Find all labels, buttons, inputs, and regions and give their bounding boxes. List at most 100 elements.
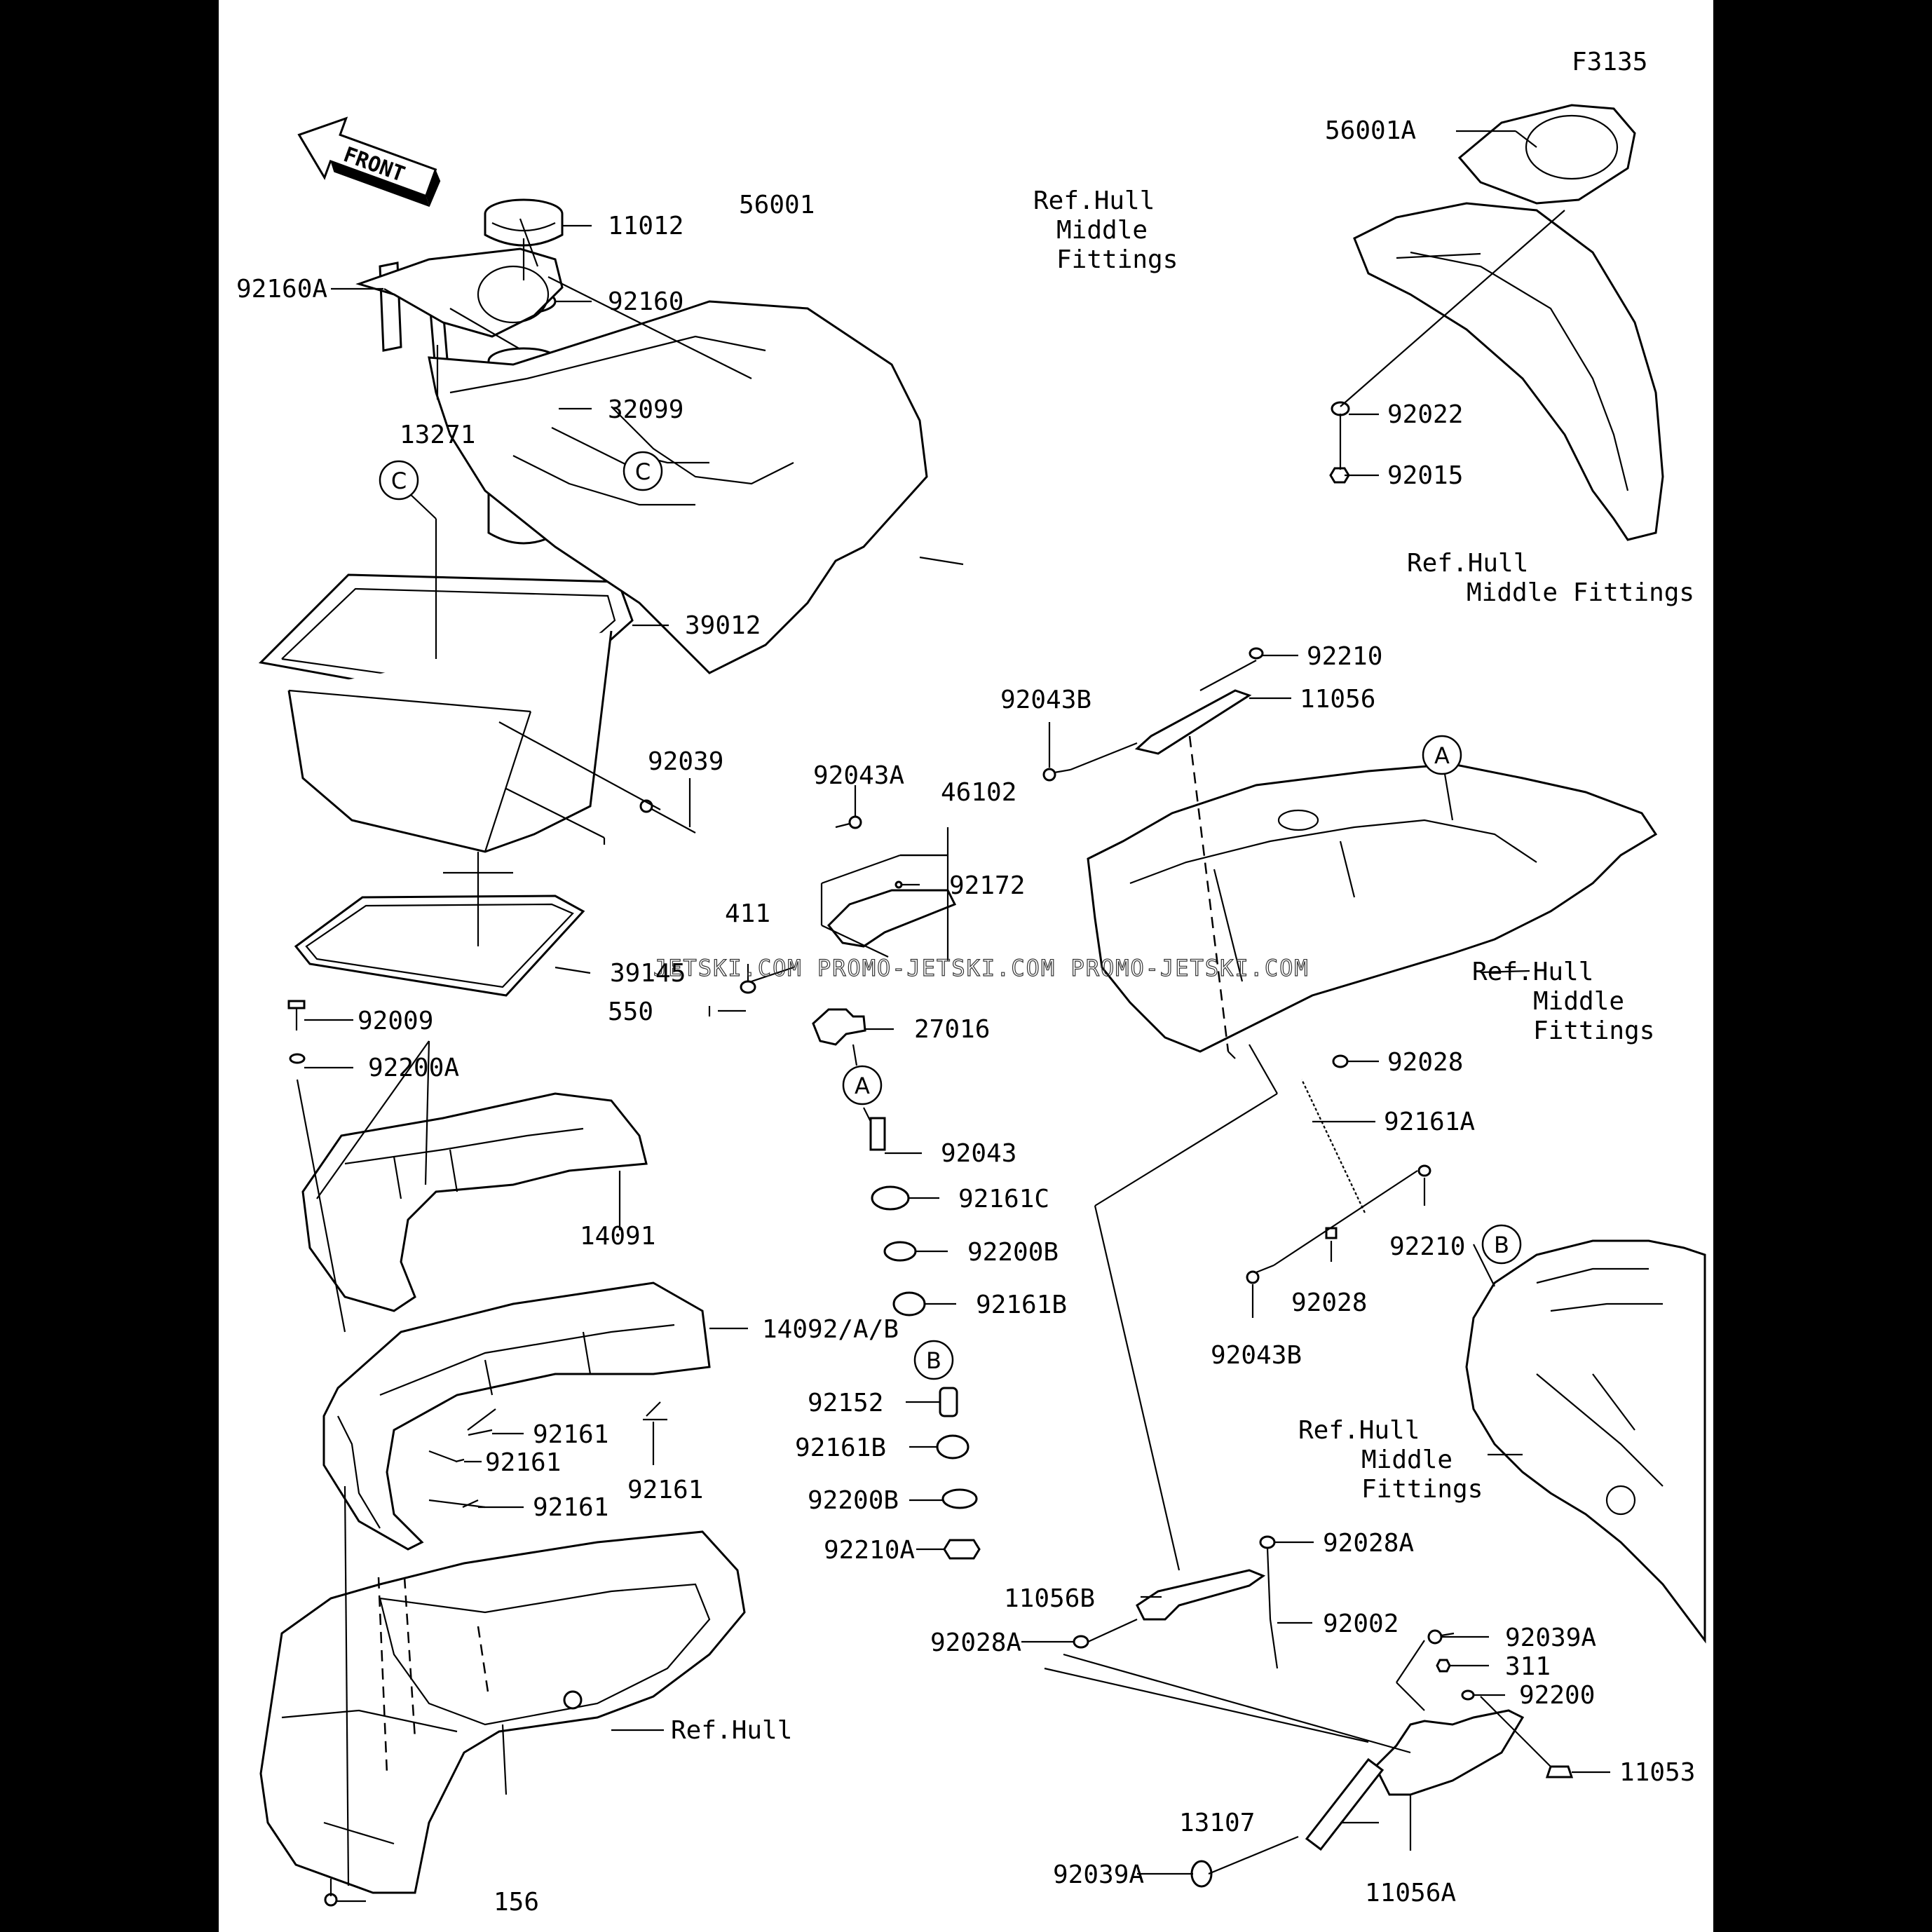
diagram-sheet: F3135 FRONT (219, 0, 1713, 1932)
label-11053: 11053 (1619, 1758, 1695, 1787)
part-14092-panel (322, 1281, 711, 1551)
part-46102-bracket (826, 889, 957, 948)
svg-text:A: A (855, 1073, 870, 1099)
label-156: 156 (494, 1888, 539, 1917)
part-39012-storage-bin (258, 573, 634, 853)
ref-hull-4-line2: Middle (1361, 1445, 1453, 1474)
callout-c-upper: C (623, 451, 663, 491)
part-156-screw (324, 1879, 338, 1907)
label-92200: 92200 (1519, 1681, 1595, 1710)
label-46102: 46102 (941, 778, 1016, 807)
label-92043: 92043 (941, 1139, 1016, 1168)
part-92161C-washer (871, 1185, 910, 1211)
label-92200B-a: 92200B (967, 1238, 1059, 1267)
ref-hull-middle-fitting-right (1353, 202, 1664, 541)
callout-c-lower: C (379, 460, 419, 501)
label-14092: 14092/A/B (762, 1315, 899, 1344)
part-92210A-nut (943, 1539, 981, 1560)
label-92161-d: 92161 (627, 1476, 703, 1504)
label-92161-b: 92161 (485, 1448, 561, 1477)
part-11053-knob (1545, 1765, 1574, 1778)
part-92161B-washer-2 (936, 1434, 970, 1460)
part-11056B-bracket (1136, 1569, 1266, 1621)
label-92161C: 92161C (958, 1185, 1049, 1213)
label-11056A: 11056A (1365, 1879, 1456, 1907)
label-92043A: 92043A (813, 761, 904, 790)
ref-hull-3-line2: Middle (1533, 987, 1624, 1016)
label-27016: 27016 (914, 1015, 990, 1044)
leader-lines (296, 130, 1610, 1903)
ref-hull-4-line3: Fittings (1361, 1475, 1483, 1504)
part-56001A-vent (1457, 104, 1636, 205)
part-92039-pin (639, 799, 696, 834)
part-92002-bolt (1269, 1619, 1279, 1669)
svg-text:A: A (1434, 742, 1450, 769)
svg-text:B: B (1494, 1232, 1509, 1258)
ref-hull-middle-fitting-b (1465, 1239, 1706, 1644)
part-92200-washer (1461, 1689, 1475, 1701)
part-92161B-washer (892, 1291, 926, 1317)
parts-diagram: F3135 FRONT (236, 48, 1706, 1917)
part-92161-clip-1 (468, 1429, 493, 1436)
label-92200A: 92200A (368, 1054, 459, 1082)
part-92028A-washer (1259, 1535, 1276, 1549)
label-11056B: 11056B (1004, 1584, 1095, 1613)
ref-hull-5-line1: Ref.Hull (671, 1716, 792, 1745)
label-92043B-a: 92043B (1000, 686, 1091, 714)
ref-hull-4-line1: Ref.Hull (1298, 1416, 1420, 1445)
label-92160: 92160 (608, 287, 683, 316)
label-11012: 11012 (608, 212, 683, 240)
part-92152-spacer (939, 1387, 958, 1417)
label-550: 550 (608, 998, 653, 1026)
part-92210-nut-top (1249, 647, 1264, 660)
part-92015-nut (1329, 467, 1350, 484)
ref-hull-middle-fitting-upper (428, 300, 928, 674)
label-92161B-a: 92161B (976, 1291, 1067, 1319)
part-27016-latch (812, 1008, 866, 1046)
part-92161A-spring (1300, 1078, 1367, 1214)
label-92172: 92172 (949, 871, 1025, 900)
label-92043B-b: 92043B (1211, 1341, 1302, 1370)
svg-text:C: C (391, 468, 407, 494)
label-311: 311 (1505, 1652, 1551, 1681)
label-92028A-a: 92028A (1323, 1529, 1414, 1558)
part-13107-rod (1305, 1757, 1385, 1851)
label-39012: 39012 (685, 611, 761, 640)
svg-text:C: C (635, 458, 651, 485)
label-92161A: 92161A (1384, 1108, 1475, 1136)
part-labels: 56001A 56001 11012 92160A 92160 32099 13… (236, 116, 1695, 1917)
label-92161B-b: 92161B (795, 1434, 886, 1462)
label-92028-a: 92028 (1387, 1048, 1463, 1077)
watermark: JETSKI.COM PROMO-JETSKI.COM PROMO-JETSKI… (653, 955, 1309, 981)
label-56001A: 56001A (1325, 116, 1416, 145)
callout-b-center: B (913, 1340, 954, 1380)
figure-code: F3135 (1572, 48, 1647, 76)
label-92028A-b: 92028A (930, 1628, 1021, 1657)
callout-b-right: B (1481, 1224, 1522, 1265)
callout-a-right: A (1422, 735, 1462, 775)
label-92210A: 92210A (824, 1536, 915, 1565)
label-411: 411 (725, 899, 770, 928)
ref-hull-2-line2: Middle Fittings (1467, 578, 1694, 607)
part-92009-screw (287, 1000, 306, 1030)
part-14091-cover (301, 1092, 648, 1312)
ref-hull-1-line3: Fittings (1056, 245, 1178, 274)
label-92015: 92015 (1387, 461, 1463, 490)
label-92039A-a: 92039A (1505, 1624, 1596, 1652)
label-92210-a: 92210 (1307, 642, 1382, 671)
label-92039A-b: 92039A (1053, 1860, 1144, 1889)
part-92043B-bolt (1246, 1264, 1274, 1284)
label-92161-c: 92161 (533, 1493, 608, 1522)
part-411-washer (740, 980, 756, 994)
part-92039A-rivet-lower (1190, 1860, 1213, 1888)
label-56001: 56001 (739, 191, 815, 219)
ref-hull-3-line3: Fittings (1533, 1016, 1654, 1045)
part-92200A-washer (289, 1053, 306, 1064)
label-92152: 92152 (808, 1389, 883, 1417)
label-13107: 13107 (1179, 1809, 1255, 1837)
ref-hull-middle-fitting-a (1087, 763, 1658, 1053)
part-92028-top (1332, 1054, 1349, 1068)
part-92039A-rivet-top (1427, 1629, 1455, 1645)
part-311-nut (1436, 1659, 1451, 1673)
label-14091: 14091 (580, 1222, 655, 1251)
